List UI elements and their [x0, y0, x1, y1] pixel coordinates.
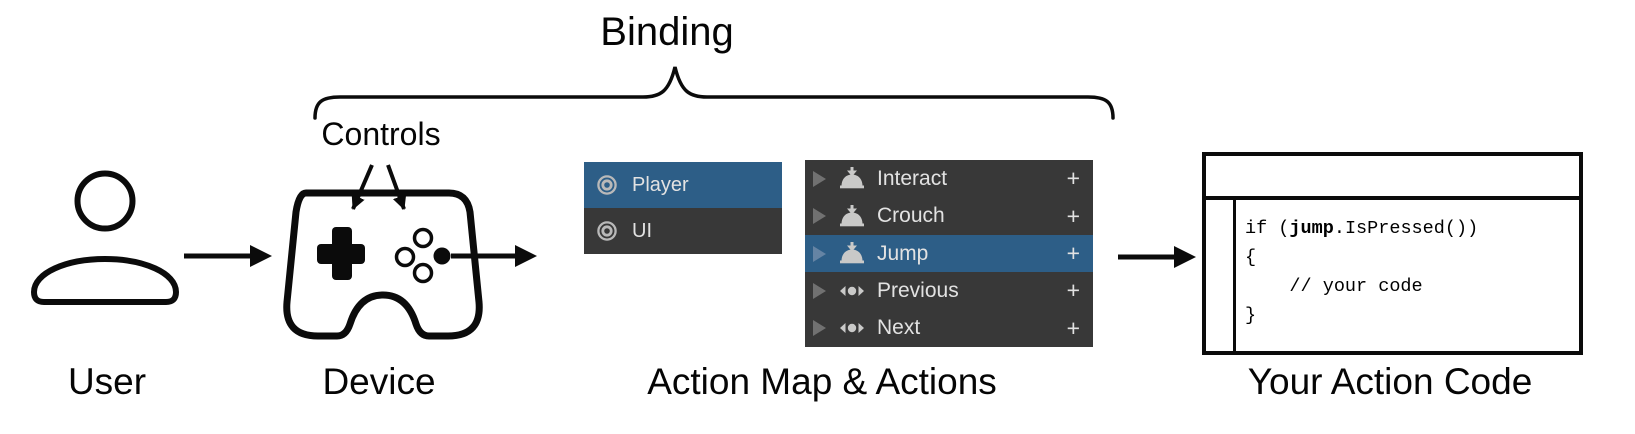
action-row-previous[interactable]: Previous +	[805, 272, 1093, 310]
controls-label: Controls	[321, 116, 441, 152]
user-label: User	[67, 361, 147, 402]
action-label: Crouch	[877, 204, 945, 228]
action-label: Previous	[877, 278, 959, 302]
code-window-titlebar	[1206, 156, 1579, 200]
arrow-user-to-device-icon	[184, 245, 272, 267]
add-binding-button[interactable]: +	[1066, 165, 1080, 192]
axis-action-icon	[839, 321, 865, 335]
code-line-2: {	[1245, 247, 1257, 268]
action-label: Interact	[877, 166, 948, 190]
action-map-label: UI	[632, 219, 652, 242]
action-row-next[interactable]: Next +	[805, 309, 1093, 348]
action-map-row-ui[interactable]: UI	[584, 208, 782, 254]
foldout-triangle-icon[interactable]	[813, 170, 826, 187]
action-label: Next	[877, 316, 921, 340]
gamepad-icon	[283, 189, 537, 340]
arrow-actions-to-code-icon	[1118, 246, 1196, 268]
user-icon	[31, 170, 179, 305]
action-row-jump[interactable]: Jump +	[805, 234, 1093, 273]
face-buttons-icon	[394, 227, 451, 284]
action-row-crouch[interactable]: Crouch +	[805, 197, 1093, 235]
action-map-icon	[597, 221, 617, 241]
code-line-4: }	[1245, 305, 1257, 326]
controls-pointer-arrows-icon	[351, 164, 407, 210]
axis-action-icon	[839, 284, 865, 298]
foldout-triangle-icon[interactable]	[813, 208, 826, 225]
action-map-icon	[597, 175, 617, 195]
foldout-triangle-icon[interactable]	[813, 320, 826, 337]
add-binding-button[interactable]: +	[1066, 240, 1080, 267]
foldout-triangle-icon[interactable]	[813, 245, 826, 262]
code-window-body: if (jump.IsPressed()) { // your code }	[1206, 200, 1579, 351]
dpad-icon	[317, 227, 365, 280]
code-stage-label: Your Action Code	[1247, 361, 1533, 402]
action-map-row-player[interactable]: Player	[584, 162, 782, 208]
binding-brace	[313, 66, 1115, 120]
foldout-triangle-icon[interactable]	[813, 282, 826, 299]
add-binding-button[interactable]: +	[1066, 277, 1080, 304]
code-line-1: if (jump.IsPressed())	[1245, 218, 1479, 239]
add-binding-button[interactable]: +	[1066, 202, 1080, 229]
code-window: if (jump.IsPressed()) { // your code }	[1202, 152, 1583, 355]
actions-panel: Interact + Crouch +	[805, 160, 1093, 348]
button-action-icon	[839, 242, 865, 265]
action-map-panel: Player UI	[584, 162, 782, 254]
binding-title: Binding	[600, 10, 734, 54]
code-keyword-jump: jump	[1289, 218, 1334, 239]
action-map-label: Player	[632, 173, 689, 196]
action-row-interact[interactable]: Interact +	[805, 160, 1093, 198]
action-label: Jump	[877, 241, 929, 265]
code-gutter-divider	[1233, 200, 1236, 351]
action-map-stage-label: Action Map & Actions	[647, 361, 997, 402]
arrow-device-to-actionmap-icon	[451, 245, 537, 267]
code-line-3: // your code	[1245, 276, 1423, 297]
add-binding-button[interactable]: +	[1066, 314, 1080, 341]
button-action-icon	[839, 204, 865, 228]
code-snippet: if (jump.IsPressed()) { // your code }	[1245, 214, 1478, 330]
button-action-icon	[839, 167, 865, 190]
device-label: Device	[322, 361, 436, 402]
